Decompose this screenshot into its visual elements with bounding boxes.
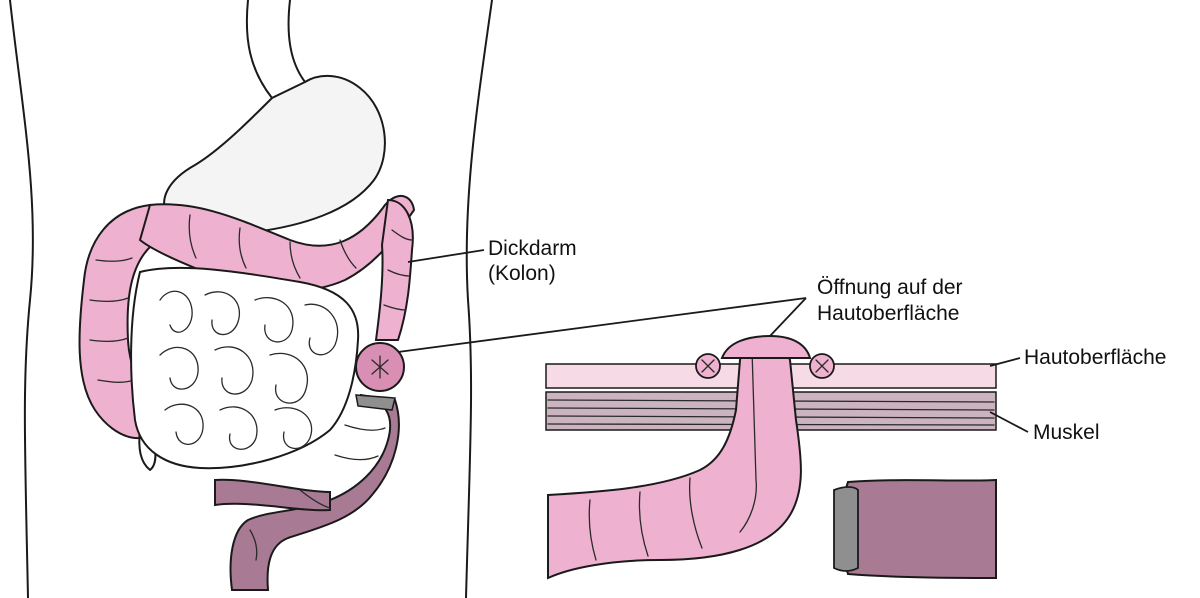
leader-muscle bbox=[989, 411, 1029, 433]
torso-illustration bbox=[9, 0, 493, 598]
label-skin-surface: Hautoberfläche bbox=[1024, 346, 1166, 369]
label-colon-sub: (Kolon) bbox=[488, 262, 556, 285]
label-opening: Öffnung auf der bbox=[817, 276, 963, 299]
label-colon: Dickdarm bbox=[488, 237, 577, 260]
rectal-stump bbox=[839, 478, 997, 580]
small-intestine bbox=[130, 266, 360, 470]
rectum bbox=[229, 394, 400, 591]
leader-opening-right bbox=[769, 297, 807, 337]
esophagus bbox=[245, 0, 306, 99]
cross-section-stoma bbox=[720, 334, 812, 359]
leader-opening-left bbox=[397, 297, 807, 353]
colon-haustra bbox=[89, 214, 413, 383]
torso-outline-right bbox=[465, 0, 493, 598]
leader-lines bbox=[397, 249, 1029, 433]
torso-outline bbox=[9, 0, 34, 598]
label-muscle: Muskel bbox=[1033, 421, 1100, 444]
rectal-stump-cap bbox=[833, 486, 859, 572]
colon-segment-haustra bbox=[588, 349, 757, 561]
leader-skin bbox=[989, 357, 1021, 367]
rectum-texture bbox=[249, 424, 386, 561]
rectum-cap bbox=[355, 394, 396, 411]
leader-colon bbox=[407, 249, 485, 263]
stoma-center-icon bbox=[371, 355, 389, 379]
rectum-band bbox=[214, 478, 331, 512]
suture-left-icon bbox=[701, 359, 715, 373]
suture-right-icon bbox=[815, 359, 829, 373]
cross-section bbox=[545, 334, 997, 580]
label-opening-sub: Hautoberfläche bbox=[817, 302, 959, 325]
small-intestine-loops bbox=[159, 290, 339, 450]
